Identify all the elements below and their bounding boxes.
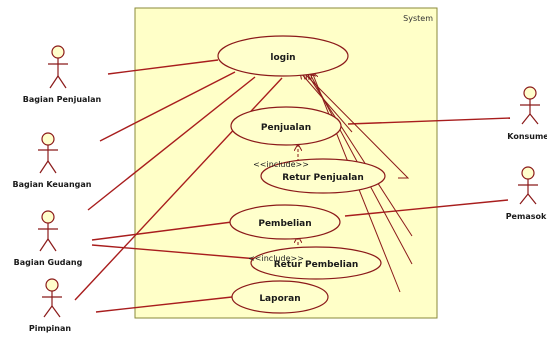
associations [74, 59, 511, 313]
usecase-pembelian-label: Pembelian [258, 219, 311, 229]
usecase-penjualan: Penjualan [230, 106, 342, 146]
usecase-retur-penjualan: Retur Penjualan [260, 158, 386, 194]
assoc-penjualan-login [107, 59, 219, 75]
usecase-login-label: login [270, 53, 295, 63]
actor-konsumen: Konsume [507, 86, 547, 141]
assoc-gudang-pembelian [91, 221, 233, 241]
actor-pimpinan-label: Pimpinan [29, 324, 72, 333]
assoc-konsumen-penjualan [347, 117, 511, 125]
actor-pemasok-label: Pemasok [506, 212, 547, 221]
usecase-retur-penjualan-label: Retur Penjualan [282, 173, 364, 183]
actor-bagian-keuangan: Bagian Keuangan [13, 132, 92, 189]
include-label-1: <<include>> [253, 160, 309, 169]
assoc-pimpinan-laporan [95, 296, 233, 313]
usecase-laporan-label: Laporan [259, 294, 300, 304]
usecase-login: login [217, 35, 349, 77]
dep-penjualan-login [300, 72, 353, 133]
usecase-retur-pembelian-label: Retur Pembelian [274, 260, 359, 270]
dep-retur-penjualan-login [303, 72, 410, 179]
actor-konsumen-label: Konsume [507, 132, 547, 141]
actor-bagian-keuangan-label: Bagian Keuangan [13, 180, 92, 189]
usecase-retur-pembelian: Retur Pembelian [250, 246, 382, 280]
assoc-gudang-retur-pembelian [91, 244, 271, 261]
usecase-pembelian: Pembelian [229, 204, 341, 240]
assoc-keuangan-login [99, 71, 236, 142]
actor-pimpinan: Pimpinan [29, 278, 72, 333]
actor-pemasok: Pemasok [506, 166, 547, 221]
include-label-2: <<include>> [248, 254, 304, 263]
system-label: System [403, 14, 433, 23]
actor-bagian-penjualan-label: Bagian Penjualan [23, 95, 102, 104]
actor-bagian-penjualan: Bagian Penjualan [23, 45, 102, 104]
assoc-gudang-login [87, 76, 256, 211]
actor-bagian-gudang-label: Bagian Gudang [14, 258, 83, 267]
actor-bagian-gudang: Bagian Gudang [14, 210, 83, 267]
usecase-penjualan-label: Penjualan [261, 123, 311, 133]
assoc-pemasok-pembelian [344, 199, 509, 217]
usecase-laporan: Laporan [231, 280, 329, 314]
